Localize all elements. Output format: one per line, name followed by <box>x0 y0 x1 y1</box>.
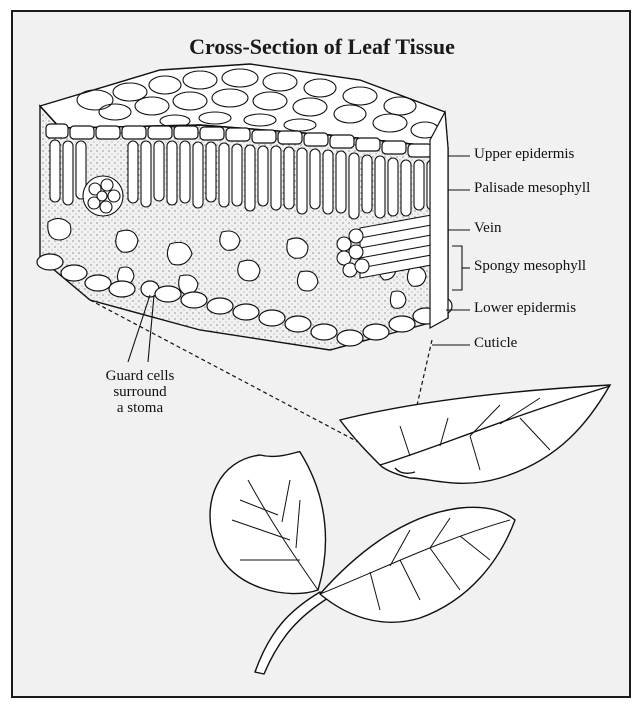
cut-leaf <box>340 385 610 483</box>
left-leaf <box>210 452 325 594</box>
guard-cells-line-2: surround <box>95 384 185 400</box>
right-leaf <box>320 507 515 622</box>
label-cuticle: Cuticle <box>474 335 517 352</box>
label-upper-epidermis: Upper epidermis <box>474 146 574 163</box>
stem <box>255 592 328 674</box>
leaves <box>210 385 610 674</box>
guard-cells-line-3: a stoma <box>95 400 185 416</box>
label-guard-cells: Guard cells surround a stoma <box>95 368 185 416</box>
label-vein: Vein <box>474 220 502 237</box>
left-vein <box>83 176 123 216</box>
diagram-title: Cross-Section of Leaf Tissue <box>0 34 644 60</box>
label-lower-epidermis: Lower epidermis <box>474 300 576 317</box>
side-face <box>430 112 448 328</box>
label-spongy-mesophyll: Spongy mesophyll <box>474 258 586 275</box>
tissue-block <box>37 64 452 350</box>
label-palisade-mesophyll: Palisade mesophyll <box>474 180 590 197</box>
guard-cells-line-1: Guard cells <box>95 368 185 384</box>
